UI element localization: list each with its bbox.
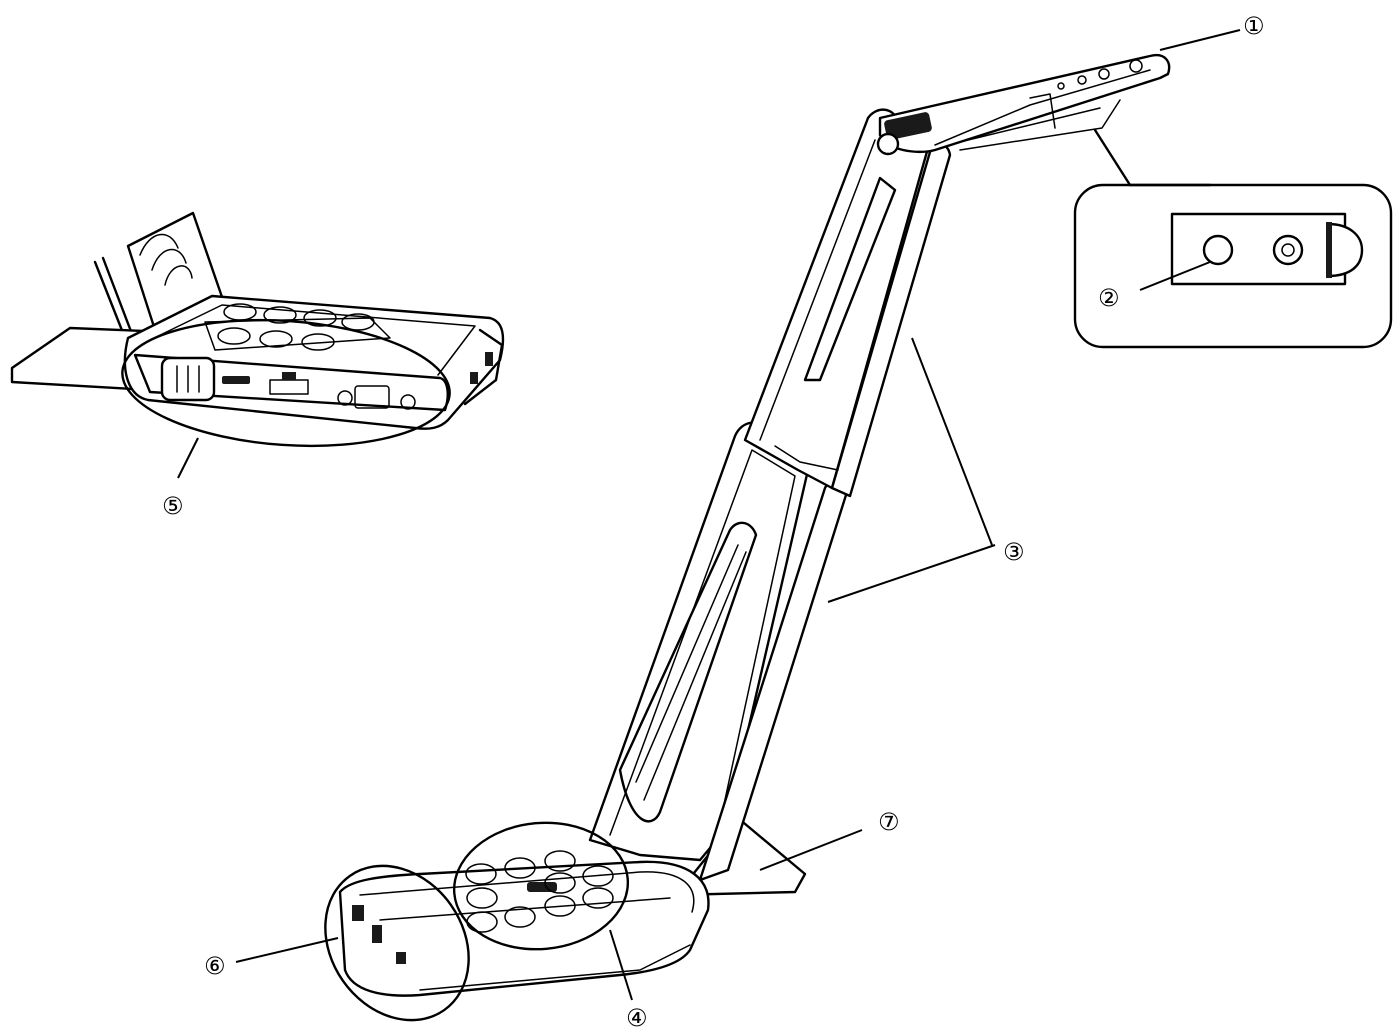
callout-2: ② (1098, 284, 1120, 312)
callout-1: ① (1243, 12, 1265, 40)
base-panel-highlight (452, 821, 630, 951)
inset-port-3 (337, 390, 353, 406)
inset-port-4 (354, 385, 390, 409)
base-body (338, 860, 710, 997)
camera-lens-hole (1202, 234, 1234, 266)
inset-port-1 (222, 376, 250, 384)
inset-control-buttons (204, 303, 391, 351)
inset-port-5 (400, 394, 416, 410)
base-side-highlight (324, 864, 470, 1022)
inset-vent-grille (160, 356, 216, 402)
callout-labels: ① ② ③ ④ ⑤ ⑥ ⑦ (162, 12, 1265, 1031)
led-lights (1057, 59, 1143, 90)
document-camera (324, 53, 1171, 1022)
base-control-buttons (465, 850, 614, 933)
rear-view-inset (10, 211, 505, 448)
callout-7: ⑦ (878, 808, 900, 836)
upper-arm (743, 108, 930, 490)
leader-lines (177, 29, 1241, 1001)
callout-5: ⑤ (162, 492, 184, 520)
callout-3: ③ (1003, 538, 1025, 566)
callout-4: ④ (626, 1004, 648, 1031)
inset-highlight-circle (121, 318, 451, 448)
head-button (884, 112, 932, 140)
callout-6: ⑥ (204, 952, 226, 980)
head-detail-inset (1073, 128, 1393, 349)
camera-head (878, 53, 1171, 154)
